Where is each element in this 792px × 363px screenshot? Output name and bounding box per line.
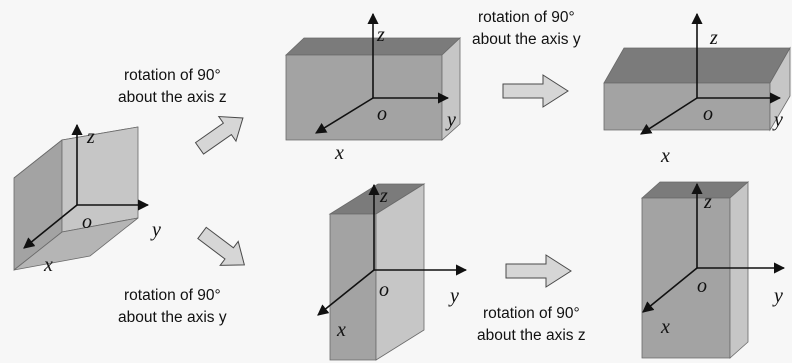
x-axis-label: x bbox=[660, 145, 670, 167]
box-bottom-middle-side bbox=[375, 183, 425, 361]
x-axis-arrow bbox=[23, 204, 78, 249]
box-top-right-front bbox=[603, 82, 771, 131]
rotation-arrow-bottom-right bbox=[505, 254, 572, 288]
caption-line: rotation of 90° bbox=[124, 67, 221, 84]
origin-label: o bbox=[82, 211, 92, 233]
z-axis-label: z bbox=[379, 185, 388, 207]
z-axis-label: z bbox=[86, 126, 95, 148]
box-original-right-face bbox=[61, 126, 139, 233]
axes-original: z y x o bbox=[23, 123, 161, 276]
x-axis-arrow bbox=[642, 267, 698, 313]
box-bottom-right-front bbox=[641, 197, 731, 359]
origin-label: o bbox=[379, 279, 389, 301]
caption-top-left: rotation of 90° about the axis z bbox=[118, 67, 227, 106]
x-axis-arrow bbox=[315, 97, 374, 134]
z-axis-label: z bbox=[709, 27, 718, 49]
box-top-right-side bbox=[769, 46, 791, 132]
box-top-middle-side bbox=[441, 37, 461, 141]
y-axis-label: y bbox=[150, 219, 161, 241]
box-original bbox=[13, 126, 139, 271]
caption-bottom-right: rotation of 90° about the axis z bbox=[477, 305, 586, 344]
x-axis-label: x bbox=[334, 142, 344, 164]
rotation-arrow-bottom-left bbox=[197, 226, 246, 266]
caption-line: about the axis z bbox=[118, 89, 227, 106]
caption-line: rotation of 90° bbox=[478, 9, 575, 26]
box-top-right bbox=[603, 46, 791, 132]
rotation-arrow-top-left bbox=[194, 115, 244, 155]
y-axis-label: y bbox=[448, 285, 459, 307]
caption-top-right: rotation of 90° about the axis y bbox=[472, 9, 581, 48]
x-axis-label: x bbox=[336, 319, 346, 341]
x-axis-arrow bbox=[640, 97, 698, 135]
caption-line: about the axis z bbox=[477, 327, 586, 344]
z-axis-label: z bbox=[376, 24, 385, 46]
caption-line: rotation of 90° bbox=[483, 305, 580, 322]
axes-bottom-middle: z y x o bbox=[317, 183, 468, 341]
caption-line: about the axis y bbox=[118, 309, 227, 326]
y-axis-label: y bbox=[772, 109, 783, 131]
box-bottom-right-side bbox=[729, 181, 749, 359]
axes-top-right: z y x o bbox=[640, 12, 783, 167]
y-axis-label: y bbox=[445, 109, 456, 131]
x-axis-label: x bbox=[43, 254, 53, 276]
y-axis-label: y bbox=[772, 285, 783, 307]
origin-label: o bbox=[703, 103, 713, 125]
origin-label: o bbox=[377, 103, 387, 125]
rotation-arrow-top-right bbox=[502, 74, 569, 108]
origin-label: o bbox=[697, 275, 707, 297]
caption-line: about the axis y bbox=[472, 31, 581, 48]
x-axis-arrow bbox=[317, 269, 375, 316]
caption-line: rotation of 90° bbox=[124, 287, 221, 304]
z-axis-label: z bbox=[703, 191, 712, 213]
x-axis-label: x bbox=[660, 316, 670, 338]
box-original-bottom bbox=[13, 217, 139, 271]
caption-bottom-left: rotation of 90° about the axis y bbox=[118, 287, 227, 326]
axes-top-middle: z y x o bbox=[315, 12, 456, 164]
axes-bottom-right: z y x o bbox=[642, 182, 786, 338]
